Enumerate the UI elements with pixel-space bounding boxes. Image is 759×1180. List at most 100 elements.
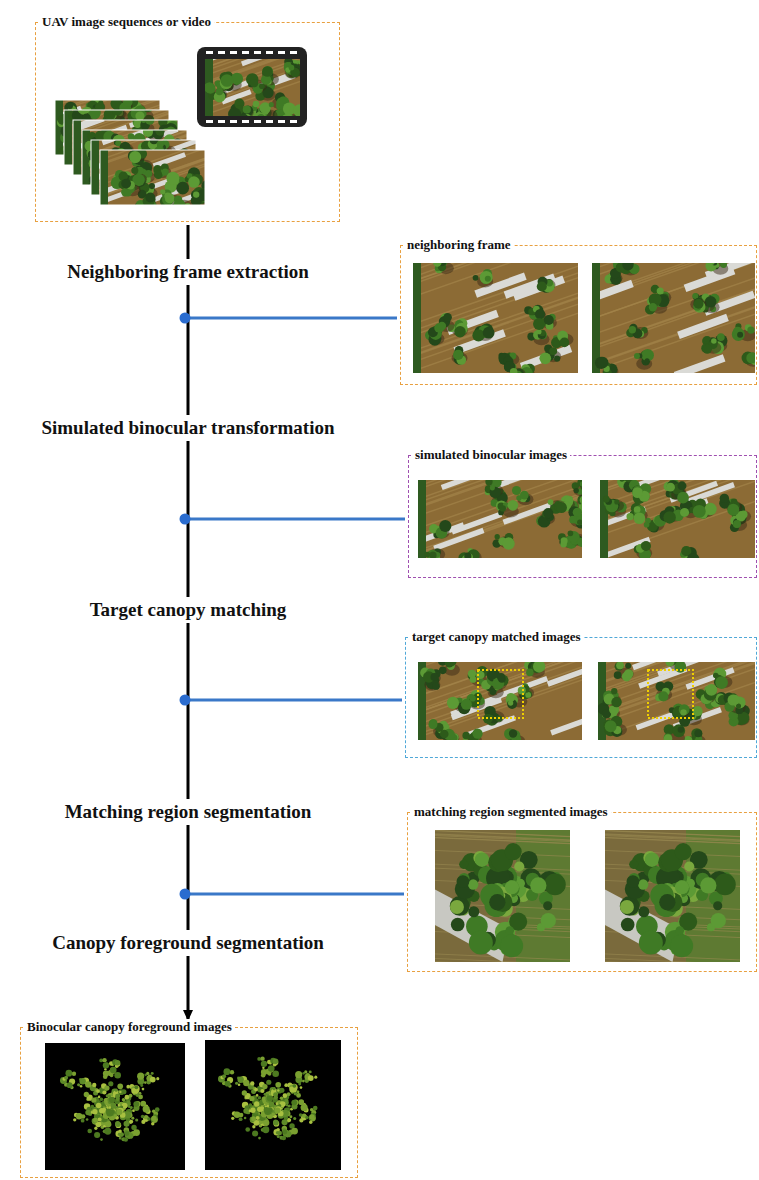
tree-crown [639,931,663,955]
tree-crown [457,875,470,888]
tree-crown [500,935,523,958]
tree-crown [263,66,273,76]
plastic-strip [547,664,582,687]
tree-crown [162,193,174,205]
tree-crown [66,103,73,110]
tree-crown [561,537,568,544]
tree-crown [439,520,451,532]
furrow [413,263,578,270]
tree-crown [430,673,438,681]
tree-crown [149,183,155,189]
tree-crown [568,531,574,537]
texture [435,834,570,840]
tree-crown [469,931,493,955]
tree-crown [459,860,468,869]
tree-crown [520,491,529,500]
film-hole [218,51,225,54]
tree-crown [539,352,551,364]
tree-crown [634,353,640,359]
tree-crown [468,879,478,889]
tree-crown [737,332,743,338]
tree-crown [228,108,241,116]
tree-crown [666,483,675,492]
tree-crown [674,662,686,673]
tree-crown [438,322,446,330]
furrow [418,667,582,724]
tree-crown [541,913,556,928]
field-edge [413,263,421,373]
tree-crown [525,692,531,698]
furrow [418,493,582,550]
tree-crown [615,662,624,671]
tree-crown [632,487,643,498]
field-photo [600,480,755,558]
tree-crown [574,488,579,493]
tree-crown [485,480,492,485]
tree-crown [638,906,649,917]
tree-crown [145,120,154,125]
canopy-closeup [605,830,740,962]
plastic-strip [705,263,755,279]
film-hole [206,120,213,123]
match-box [648,670,693,718]
tree-crown [439,667,447,675]
tree-crown [679,704,690,715]
furrow [100,159,205,196]
tree-crown [533,662,545,673]
film-hole [266,51,273,54]
tree-crown [464,552,471,558]
tree-crown [112,110,122,116]
tree-crown [616,662,624,669]
tree-crown [505,880,519,894]
tree-crown [580,481,582,486]
tree-crown [621,918,635,932]
film-hole [242,51,249,54]
tree-crown [678,726,684,732]
tree-crown [512,486,521,495]
film-hole [242,120,249,123]
tree-crown [670,935,693,958]
plastic-strip [670,481,718,503]
tree-crown [705,296,717,308]
tree-crown [500,505,506,511]
furrow [592,290,755,347]
tree-crown [123,100,132,107]
tree-crown [508,700,513,705]
tree-crown [432,683,439,690]
tree-crown [711,338,717,344]
tree-crown [530,877,546,893]
film-hole [278,120,285,123]
tree-crown [440,730,449,739]
field-photo [100,150,205,205]
tree-crown [627,875,640,888]
tree-crown [703,345,712,354]
tree-crown [446,662,457,666]
tree-crown [626,513,633,520]
plastic-strip [241,59,271,66]
soil [413,263,578,373]
tree-crown [510,368,518,373]
tree-crown [687,553,699,558]
canopy-closeup [435,830,570,962]
tree-crown [470,695,476,701]
tree-crown [269,102,274,107]
tree-crown [560,338,570,348]
tree-crown [543,901,552,910]
film-hole [254,120,261,123]
furrow [418,662,582,666]
frame-border [100,150,205,205]
tree-crown [622,263,633,270]
texture [605,834,740,840]
furrow [600,480,755,522]
field-photo [592,263,755,373]
furrow [418,498,582,555]
soil [605,830,740,962]
tree-crown [544,874,566,896]
film-hole [290,51,297,54]
field-edge [73,120,81,175]
furrow [100,160,205,197]
film-strip [197,47,307,127]
tree-crown [730,695,740,705]
film-hole [230,120,237,123]
tree-crown [680,709,686,715]
